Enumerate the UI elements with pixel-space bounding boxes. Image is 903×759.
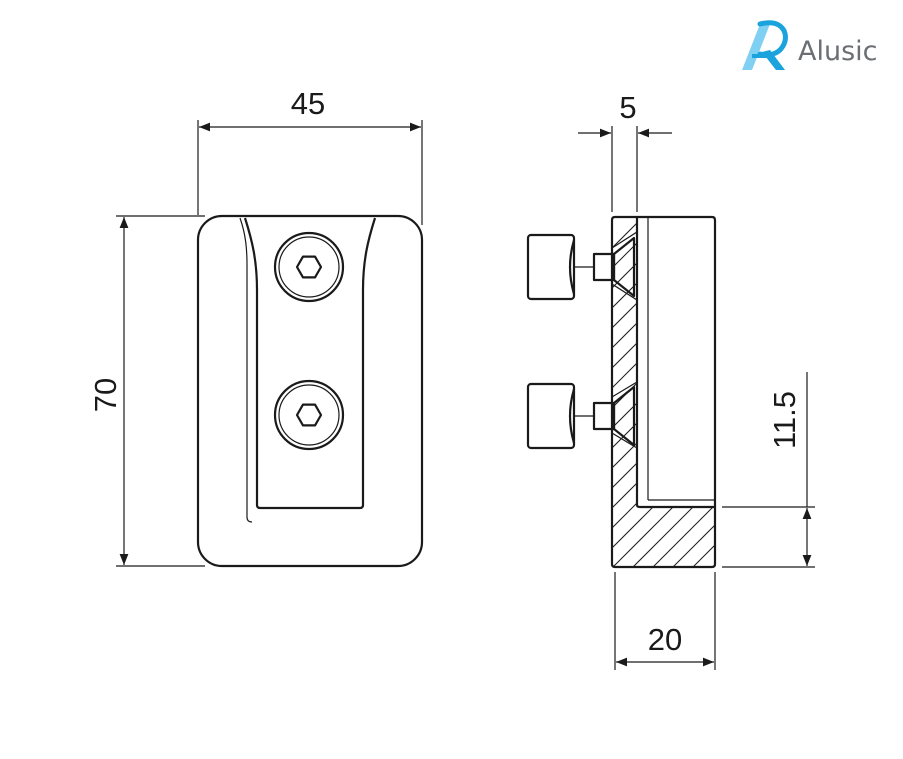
upper-t-nut [526,233,636,301]
front-view-channel [243,217,377,510]
dimension-plate-thickness-label: 5 [619,90,636,125]
dimension-width: 45 [197,86,423,225]
front-view-body [196,214,424,568]
front-view: 45 70 [88,86,424,568]
dimension-plate-thickness: 5 [578,90,672,212]
dimension-bottom-thickness-label: 11.5 [767,391,802,449]
hex-socket-icon [295,403,323,427]
hex-socket-icon [295,255,323,279]
side-view-profile [610,215,717,569]
lower-screw [273,379,345,451]
logo-mark [742,20,788,70]
dimension-side-depth: 20 [614,572,716,670]
dimension-side-depth-label: 20 [648,622,682,657]
dimension-height-label: 70 [88,378,123,412]
dimension-bottom-thickness: 11.5 [722,372,815,568]
logo-wordmark: Alusic [798,36,878,67]
dimension-width-label: 45 [291,86,325,121]
lower-t-nut [526,382,636,450]
dimension-height: 70 [88,215,205,567]
alusic-logo: Alusic [742,20,878,70]
upper-screw [273,231,345,303]
side-view: 5 20 11.5 [526,90,815,670]
